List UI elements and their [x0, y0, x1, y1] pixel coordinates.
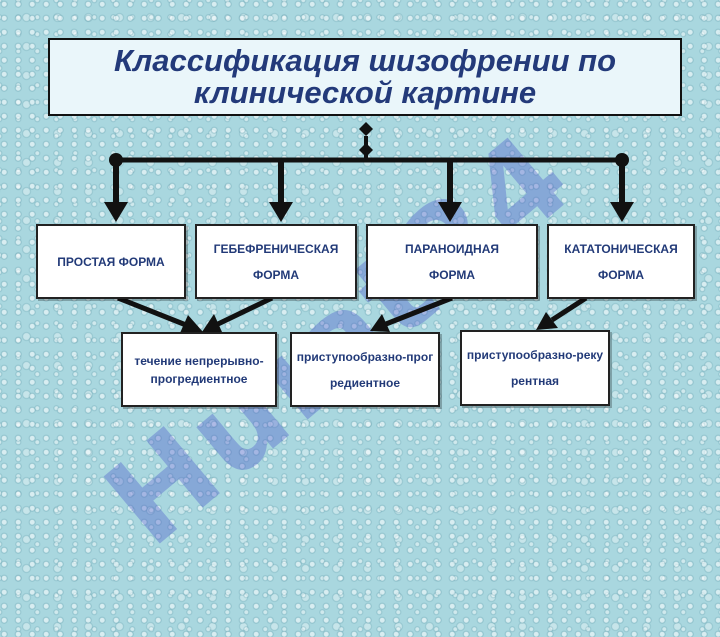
arrow-paranoid-to-progredient	[370, 295, 453, 332]
arrow-simple-to-continuous	[117, 295, 203, 333]
course-box-continuous: течение непрерывно-прогредиентное	[121, 332, 277, 407]
form-box-hebephrenic: ГЕБЕФРЕНИЧЕСКАЯ ФОРМА	[195, 224, 357, 299]
course-box-progredient: приступообразно-прогредиентное	[290, 332, 440, 407]
form-label-hebephrenic: ГЕБЕФРЕНИЧЕСКАЯ ФОРМА	[213, 241, 339, 282]
arrow-to-catatonic-form	[610, 160, 634, 222]
form-label-catatonic: КАТАТОНИЧЕСКАЯ ФОРМА	[564, 241, 678, 282]
title-box: Классификация шизофрении по клинической …	[48, 38, 682, 116]
diamond-connector	[359, 122, 373, 160]
course-label-continuous: течение непрерывно-прогредиентное	[134, 353, 264, 386]
course-label-recurrent: приступообразно-рекурентная	[466, 348, 604, 388]
form-label-simple: ПРОСТАЯ ФОРМА	[57, 254, 165, 269]
arrow-to-hebephrenic-form	[269, 160, 293, 222]
course-label-progredient: приступообразно-прогредиентное	[296, 349, 434, 390]
arrow-to-simple-form	[104, 160, 128, 222]
form-box-catatonic: КАТАТОНИЧЕСКАЯ ФОРМА	[547, 224, 695, 299]
form-label-paranoid: ПАРАНОИДНАЯ ФОРМА	[404, 241, 500, 282]
arrow-to-paranoid-form	[438, 160, 462, 222]
course-box-recurrent: приступообразно-рекурентная	[460, 330, 610, 406]
arrow-hebephrenic-to-continuous	[202, 295, 274, 332]
arrow-catatonic-to-recurrent	[536, 295, 588, 330]
form-box-paranoid: ПАРАНОИДНАЯ ФОРМА	[366, 224, 538, 299]
diagram-title: Классификация шизофрении по клинической …	[113, 43, 617, 110]
connectors	[104, 122, 634, 333]
form-box-simple: ПРОСТАЯ ФОРМА	[36, 224, 186, 299]
